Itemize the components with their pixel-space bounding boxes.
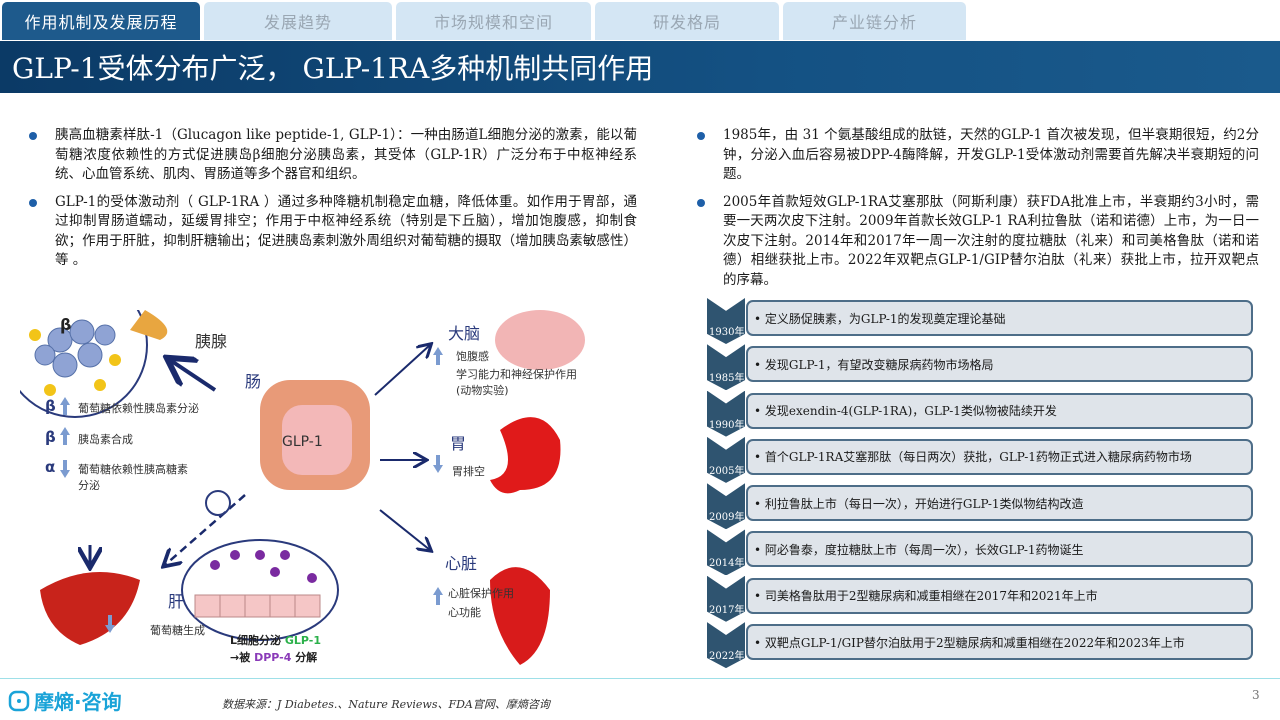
timeline-event: • 司美格鲁肽用于2型糖尿病和减重相继在2017年和2021年上市 — [746, 577, 1253, 614]
heart-label: 心脏 — [445, 554, 478, 573]
stomach-effect: 胃排空 — [452, 465, 485, 478]
timeline-row: 2017年• 司美格鲁肽用于2型糖尿病和减重相继在2017年和2021年上市 — [707, 575, 1253, 622]
left-bullets: 胰高血糖素样肽-1（Glucagon like peptide-1, GLP-1… — [25, 126, 637, 279]
l-cell-text: L细胞分泌 — [230, 634, 282, 647]
timeline-row: 2005年• 首个GLP-1RA艾塞那肽（每日两次）获批，GLP-1药物正式进入… — [707, 436, 1253, 483]
alpha-label: α — [45, 458, 56, 476]
liver-effect: 葡萄糖生成 — [150, 624, 205, 637]
timeline-year: 2005年 — [709, 465, 745, 477]
l-cell-caption-2: →被 DPP-4 分解 — [230, 649, 317, 665]
timeline-event: • 双靶点GLP-1/GIP替尔泊肽用于2型糖尿病和减重相继在2022年和202… — [746, 624, 1253, 661]
timeline-year: 2009年 — [709, 512, 745, 524]
liver-icon — [40, 572, 140, 645]
bullet-2005: 2005年首款短效GLP-1RA艾塞那肽（阿斯利康）获FDA批准上市，半衰期约3… — [693, 193, 1259, 291]
heart-effect-protect: 心脏保护作用 — [448, 587, 514, 600]
timeline-event: • 定义肠促胰素，为GLP-1的发现奠定理论基础 — [746, 300, 1253, 336]
islet-beta-label: β — [60, 315, 72, 334]
page-title: GLP-1受体分布广泛， GLP-1RA多种机制共同作用 — [0, 41, 1280, 93]
timeline-year: 2022年 — [709, 651, 745, 663]
page-number: 3 — [1252, 688, 1260, 702]
timeline-year: 2017年 — [709, 604, 745, 616]
l-cell-caption-1: L细胞分泌 GLP-1 — [230, 632, 321, 648]
brain-effect-neuro: 学习能力和神经保护作用 (动物实验) — [456, 368, 577, 397]
tab-rd[interactable]: 研发格局 — [595, 2, 779, 40]
data-source: 数据来源：J Diabetes.、Nature Reviews、FDA官网、摩熵… — [222, 698, 550, 711]
timeline-event: • 首个GLP-1RA艾塞那肽（每日两次）获批，GLP-1药物正式进入糖尿病药物… — [746, 438, 1253, 475]
timeline-row: 1990年• 发现exendin-4(GLP-1RA)，GLP-1类似物被陆续开… — [707, 390, 1253, 437]
beta-label-1: β — [45, 397, 56, 415]
bullet-glp1ra-mechanism: GLP-1的受体激动剂（ GLP-1RA ）通过多种降糖机制稳定血糖，降低体重。… — [25, 193, 637, 271]
pancreas-effect-3: 葡萄糖依赖性胰高糖素分泌 — [78, 463, 188, 492]
pancreas-effect-1: 葡萄糖依赖性胰岛素分泌 — [78, 402, 199, 415]
timeline-row: 2014年• 阿必鲁泰，度拉糖肽上市（每周一次），长效GLP-1药物诞生 — [707, 529, 1253, 576]
timeline-year: 1990年 — [709, 419, 745, 431]
footer-divider — [0, 678, 1280, 679]
tab-industry-chain[interactable]: 产业链分析 — [783, 2, 966, 40]
timeline-year: 2014年 — [709, 558, 745, 570]
tab-market[interactable]: 市场规模和空间 — [396, 2, 591, 40]
timeline-row: 2022年• 双靶点GLP-1/GIP替尔泊肽用于2型糖尿病和减重相继在2022… — [707, 622, 1253, 669]
brain-effect-satiety: 饱腹感 — [456, 350, 489, 363]
bullet-1985: 1985年，由 31 个氨基酸组成的肽链，天然的GLP-1 首次被发现，但半衰期… — [693, 126, 1259, 185]
l-cell-glp1: GLP-1 — [284, 634, 321, 647]
tab-mechanism[interactable]: 作用机制及发展历程 — [2, 2, 200, 40]
heart-icon — [490, 567, 550, 665]
l-cell-dpp4: DPP-4 — [254, 651, 292, 664]
glp1-mechanism-diagram: β 胰腺 肠 GLP-1 大脑 饱腹感 学习能力和神经保护作用 (动物实验) 胃… — [20, 310, 640, 680]
timeline-event: • 发现exendin-4(GLP-1RA)，GLP-1类似物被陆续开发 — [746, 392, 1253, 429]
timeline-event: • 发现GLP-1，有望改变糖尿病药物市场格局 — [746, 346, 1253, 383]
timeline-event: • 利拉鲁肽上市（每日一次），开始进行GLP-1类似物结构改造 — [746, 485, 1253, 522]
heart-effect-function: 心功能 — [448, 606, 481, 619]
bullet-glp1-definition: 胰高血糖素样肽-1（Glucagon like peptide-1, GLP-1… — [25, 126, 637, 185]
glp1-label: GLP-1 — [282, 434, 323, 450]
timeline-year: 1985年 — [709, 373, 745, 385]
liver-label: 肝 — [168, 592, 185, 611]
logo-text: 摩熵·咨询 — [34, 690, 122, 714]
stomach-icon — [490, 417, 561, 494]
timeline-row: 2009年• 利拉鲁肽上市（每日一次），开始进行GLP-1类似物结构改造 — [707, 483, 1253, 530]
logo-icon — [8, 690, 30, 711]
beta-label-2: β — [45, 428, 56, 446]
diagram-graphics — [20, 310, 585, 665]
nav-tabs: 作用机制及发展历程 发展趋势 市场规模和空间 研发格局 产业链分析 — [2, 2, 966, 40]
right-bullets: 1985年，由 31 个氨基酸组成的肽链，天然的GLP-1 首次被发现，但半衰期… — [693, 126, 1259, 298]
brain-label: 大脑 — [448, 324, 481, 343]
timeline-event: • 阿必鲁泰，度拉糖肽上市（每周一次），长效GLP-1药物诞生 — [746, 531, 1253, 568]
intestine-label: 肠 — [245, 372, 262, 391]
company-logo: 摩熵·咨询 — [8, 686, 122, 715]
tab-trend[interactable]: 发展趋势 — [204, 2, 392, 40]
stomach-label: 胃 — [450, 434, 467, 453]
l-cell-by: →被 — [230, 651, 251, 664]
timeline-year: 1930年 — [709, 327, 745, 338]
timeline-row: 1930年• 定义肠促胰素，为GLP-1的发现奠定理论基础 — [707, 298, 1253, 344]
brain-icon — [495, 310, 585, 370]
timeline-row: 1985年• 发现GLP-1，有望改变糖尿病药物市场格局 — [707, 344, 1253, 391]
pancreas-icon — [130, 310, 168, 340]
pancreas-effect-2: 胰岛素合成 — [78, 433, 133, 446]
pancreas-label: 胰腺 — [195, 332, 228, 351]
l-cell-degrade: 分解 — [295, 651, 318, 664]
